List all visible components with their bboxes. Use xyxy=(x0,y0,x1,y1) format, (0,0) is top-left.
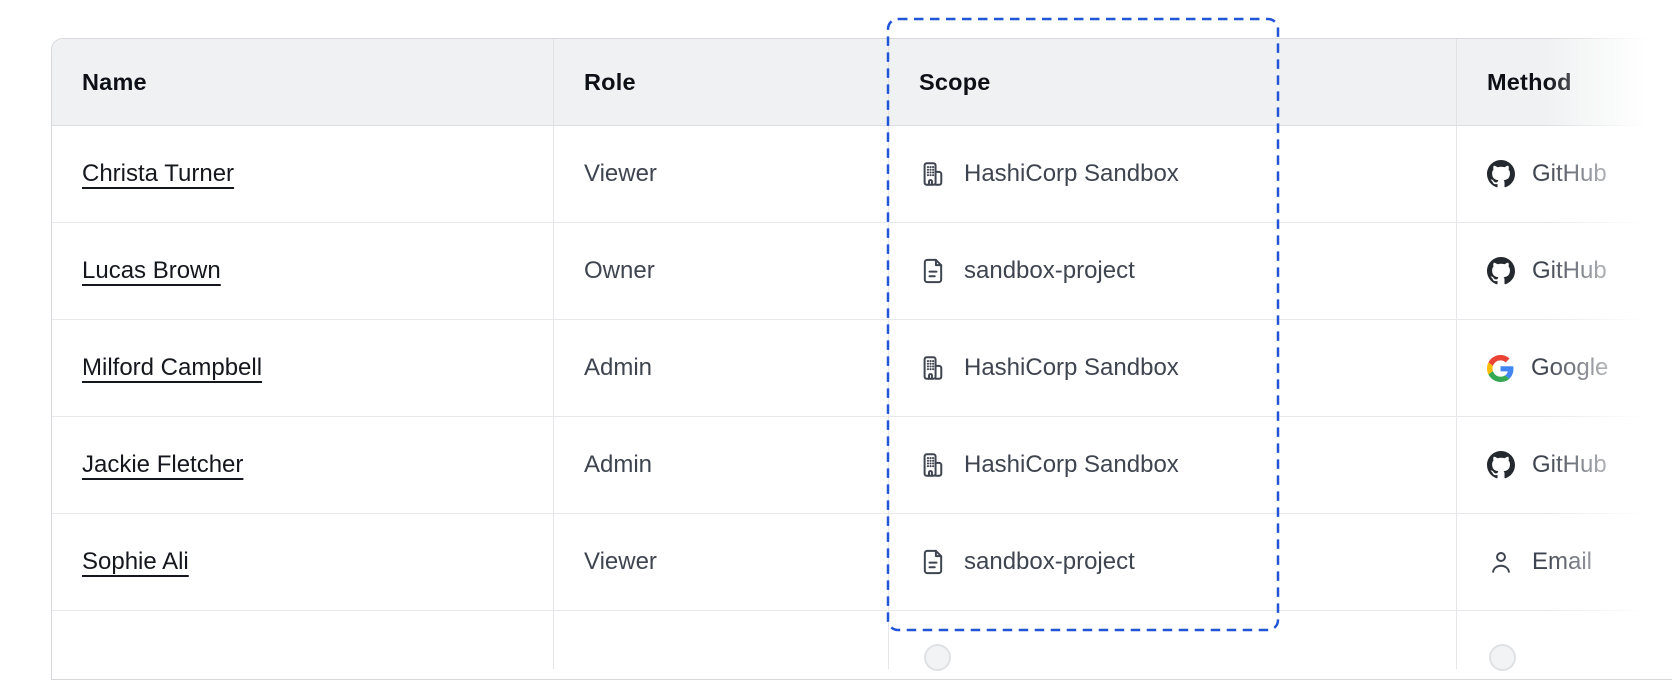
user-name-link[interactable]: Christa Turner xyxy=(82,160,235,187)
method-cell: GitHub xyxy=(1457,417,1672,513)
table-row: Jackie Fletcher Admin HashiCorp Sandbox … xyxy=(52,417,1672,514)
column-header-role: Role xyxy=(554,39,889,125)
github-icon xyxy=(1487,160,1515,188)
method-cell: GitHub xyxy=(1457,126,1672,222)
partial-row-icon-peek xyxy=(924,644,951,671)
organization-icon xyxy=(919,160,947,188)
role-cell: Viewer xyxy=(554,514,889,610)
organization-icon xyxy=(919,451,947,479)
role-cell: Viewer xyxy=(554,126,889,222)
project-icon xyxy=(919,257,947,285)
name-cell: Lucas Brown xyxy=(52,223,554,319)
scope-cell: sandbox-project xyxy=(889,514,1457,610)
role-cell: Admin xyxy=(554,417,889,513)
table-row: Christa Turner Viewer HashiCorp Sandbox … xyxy=(52,126,1672,223)
project-icon xyxy=(919,548,947,576)
column-header-scope-label: Scope xyxy=(919,68,991,95)
partial-row-icon-peek xyxy=(1489,644,1516,671)
method-cell: Email xyxy=(1457,514,1672,610)
table-row: Milford Campbell Admin HashiCorp Sandbox… xyxy=(52,320,1672,417)
github-icon xyxy=(1487,451,1515,479)
scope-text: HashiCorp Sandbox xyxy=(964,354,1179,381)
table-header-row: Name Role Scope Method xyxy=(52,39,1672,126)
name-cell: Christa Turner xyxy=(52,126,554,222)
column-header-method: Method xyxy=(1457,39,1672,125)
users-table: Name Role Scope Method Christa Turner Vi… xyxy=(51,38,1672,680)
column-header-scope: Scope xyxy=(889,39,1457,125)
column-header-role-label: Role xyxy=(584,68,636,95)
method-text: Google xyxy=(1531,354,1609,381)
scope-text: sandbox-project xyxy=(964,257,1135,284)
name-cell: Milford Campbell xyxy=(52,320,554,416)
organization-icon xyxy=(919,354,947,382)
role-text: Admin xyxy=(584,354,653,381)
column-header-method-label: Method xyxy=(1487,68,1572,95)
scope-cell xyxy=(889,611,1457,669)
method-cell: GitHub xyxy=(1457,223,1672,319)
github-icon xyxy=(1487,257,1515,285)
table-row-partial xyxy=(52,611,1672,669)
google-icon xyxy=(1487,354,1514,382)
name-cell: Sophie Ali xyxy=(52,514,554,610)
method-text: GitHub xyxy=(1532,451,1607,478)
table-row: Lucas Brown Owner sandbox-project GitHub xyxy=(52,223,1672,320)
column-header-name: Name xyxy=(52,39,554,125)
role-cell: Owner xyxy=(554,223,889,319)
user-icon xyxy=(1487,548,1515,576)
role-text: Viewer xyxy=(584,548,657,575)
user-name-link[interactable]: Milford Campbell xyxy=(82,354,263,381)
role-text: Owner xyxy=(584,257,655,284)
role-text: Viewer xyxy=(584,160,657,187)
name-cell xyxy=(52,611,554,669)
scope-text: HashiCorp Sandbox xyxy=(964,160,1179,187)
role-text: Admin xyxy=(584,451,653,478)
method-cell: Google xyxy=(1457,320,1672,416)
scope-text: sandbox-project xyxy=(964,548,1135,575)
scope-text: HashiCorp Sandbox xyxy=(964,451,1179,478)
name-cell: Jackie Fletcher xyxy=(52,417,554,513)
scope-cell: HashiCorp Sandbox xyxy=(889,320,1457,416)
scope-cell: HashiCorp Sandbox xyxy=(889,126,1457,222)
user-name-link[interactable]: Sophie Ali xyxy=(82,548,189,575)
table-row: Sophie Ali Viewer sandbox-project Email xyxy=(52,514,1672,611)
column-header-name-label: Name xyxy=(82,68,147,95)
user-name-link[interactable]: Jackie Fletcher xyxy=(82,451,244,478)
role-cell xyxy=(554,611,889,669)
method-text: Email xyxy=(1532,548,1593,575)
method-text: GitHub xyxy=(1532,160,1607,187)
role-cell: Admin xyxy=(554,320,889,416)
scope-cell: HashiCorp Sandbox xyxy=(889,417,1457,513)
user-name-link[interactable]: Lucas Brown xyxy=(82,257,221,284)
method-text: GitHub xyxy=(1532,257,1607,284)
scope-cell: sandbox-project xyxy=(889,223,1457,319)
